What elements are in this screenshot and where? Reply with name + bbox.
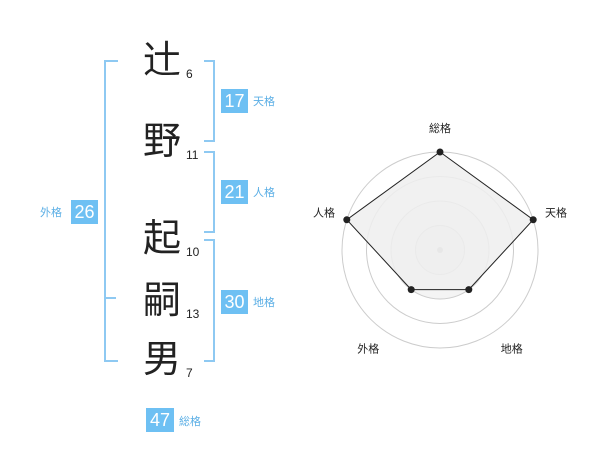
soukaku-label: 総格 [179,415,201,428]
stroke-count-1: 6 [186,67,193,81]
stroke-count-5: 7 [186,366,193,380]
jinkaku-value: 21 [221,180,248,204]
tenkaku-label: 天格 [253,95,275,108]
chikaku-bracket [204,239,215,362]
radar-point-3 [465,286,473,294]
radar-axis-label-1: 総格 [429,121,451,135]
gaikaku-value: 26 [71,200,98,224]
radar-axis-label-2: 天格 [545,205,567,219]
name-char-2: 野 [142,119,181,163]
stroke-count-2: 11 [186,148,199,162]
gaikaku-bracket-divider [104,297,116,299]
radar-points [343,148,537,294]
radar-axis-label-5: 人格 [313,205,335,219]
radar-point-5 [343,216,351,224]
chikaku-label: 地格 [253,296,275,309]
tenkaku-bracket [204,60,215,142]
name-char-1: 辻 [142,38,181,82]
soukaku-value: 47 [146,408,174,432]
name-char-5: 男 [142,337,181,381]
radar-point-1 [436,148,444,156]
stroke-count-3: 10 [186,245,200,259]
radar-shape [346,151,534,291]
name-char-3: 起 [142,216,181,260]
radar-axis-label-3: 地格 [501,342,523,356]
gaikaku-label: 外格 [40,206,62,219]
gaikaku-bracket [104,60,118,362]
radar-axis-label-4: 外格 [357,342,379,356]
stroke-count-4: 13 [186,307,200,321]
radar-point-2 [529,216,537,224]
chikaku-value: 30 [221,290,248,314]
tenkaku-value: 17 [221,89,248,113]
jinkaku-label: 人格 [253,186,275,199]
name-char-4: 嗣 [142,278,181,322]
jinkaku-bracket [204,151,215,233]
radar-point-4 [407,286,415,294]
